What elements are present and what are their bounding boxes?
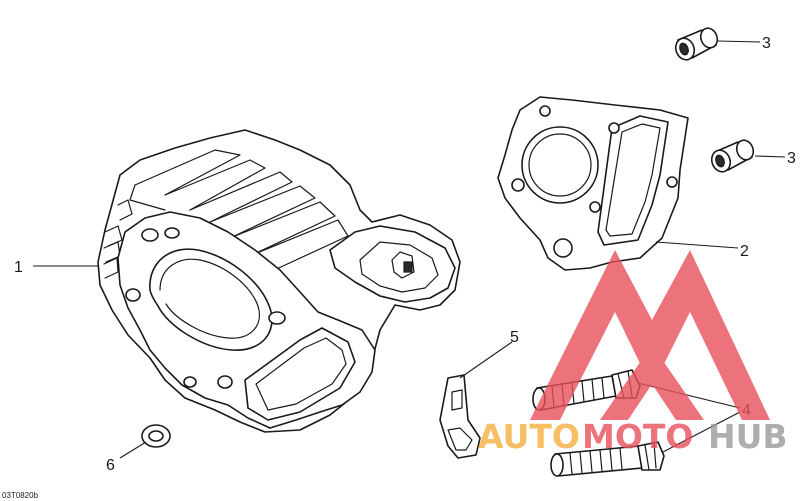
- part-5-clip: [439, 374, 481, 459]
- watermark-logo: AUTO MOTO HUB: [478, 250, 788, 456]
- part-1-cylinder: [97, 129, 461, 433]
- callout-3-upper: 3: [762, 35, 771, 52]
- callout-1: 1: [14, 259, 23, 276]
- callout-5: 5: [510, 329, 519, 346]
- part-4-bolt-lower: [550, 441, 665, 477]
- part-2-gasket: [497, 96, 689, 271]
- callout-2: 2: [740, 243, 749, 260]
- part-3-dowel-pin-upper: [674, 27, 719, 61]
- watermark-text-auto: AUTO: [478, 417, 580, 456]
- watermark-text-moto: MOTO: [582, 417, 693, 456]
- watermark-triangle-mark: [530, 250, 770, 420]
- callout-3-lower: 3: [787, 150, 796, 167]
- diagram-code: 03T0820b: [2, 491, 39, 500]
- callout-6: 6: [106, 457, 115, 474]
- part-6-washer: [141, 424, 171, 448]
- watermark-text-hub: HUB: [708, 417, 788, 456]
- part-3-dowel-pin-lower: [710, 139, 755, 173]
